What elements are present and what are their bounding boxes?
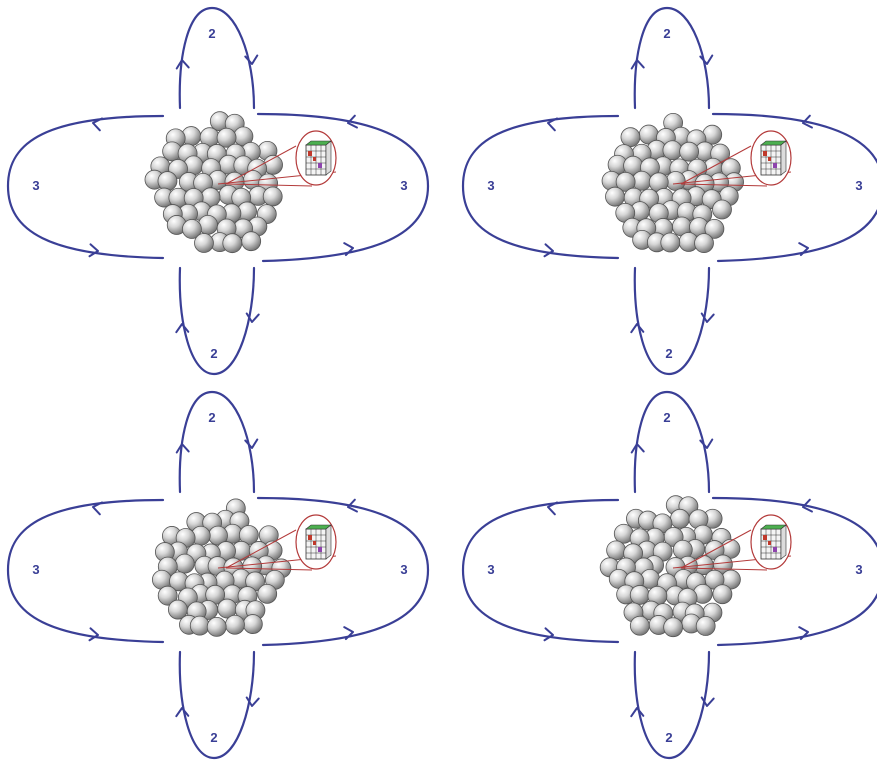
flow-arrow-icon bbox=[90, 244, 99, 257]
top-flow-loop bbox=[180, 392, 254, 492]
left-flow-loop bbox=[8, 116, 163, 258]
particle-cluster bbox=[145, 112, 283, 253]
flow-label-left: 3 bbox=[32, 178, 39, 193]
particle-sphere bbox=[621, 128, 640, 147]
particle-sphere bbox=[630, 616, 649, 635]
particle-sphere bbox=[713, 585, 732, 604]
particle-sphere bbox=[243, 615, 262, 634]
particle-sphere bbox=[242, 232, 261, 251]
flow-label-top: 2 bbox=[208, 410, 215, 425]
particle-sphere bbox=[158, 172, 177, 191]
flow-label-right: 3 bbox=[855, 178, 862, 193]
particle-sphere bbox=[670, 509, 689, 528]
lattice-block-icon bbox=[761, 525, 786, 559]
flow-diagram-panel: 2 2 3 3 bbox=[463, 8, 877, 374]
flow-label-right: 3 bbox=[400, 562, 407, 577]
flow-label-top: 2 bbox=[663, 26, 670, 41]
particle-sphere bbox=[696, 617, 715, 636]
particle-sphere bbox=[263, 187, 282, 206]
flow-label-bottom: 2 bbox=[210, 346, 217, 361]
left-flow-loop bbox=[8, 500, 163, 642]
particle-sphere bbox=[680, 142, 699, 161]
left-flow-loop bbox=[463, 500, 618, 642]
particle-sphere bbox=[661, 233, 680, 252]
lattice-block-icon bbox=[306, 525, 331, 559]
flow-arrow-icon bbox=[90, 628, 99, 641]
flow-arrow-icon bbox=[176, 324, 188, 332]
flow-label-right: 3 bbox=[855, 562, 862, 577]
particle-sphere bbox=[630, 585, 649, 604]
flow-label-left: 3 bbox=[32, 562, 39, 577]
flow-arrow-icon bbox=[631, 324, 643, 332]
top-flow-loop bbox=[180, 8, 254, 108]
particle-sphere bbox=[258, 584, 277, 603]
flow-diagram-panel: 2 2 3 3 bbox=[463, 392, 877, 758]
flow-label-bottom: 2 bbox=[665, 346, 672, 361]
flow-arrow-icon bbox=[631, 708, 643, 716]
lattice-block-icon bbox=[761, 141, 786, 175]
particle-sphere bbox=[664, 618, 683, 637]
particle-cluster bbox=[600, 496, 740, 637]
flow-label-top: 2 bbox=[663, 410, 670, 425]
particle-sphere bbox=[713, 200, 732, 219]
particle-sphere bbox=[175, 554, 194, 573]
flow-arrow-icon bbox=[545, 628, 554, 641]
flow-arrow-icon bbox=[176, 708, 188, 716]
particle-sphere bbox=[605, 187, 624, 206]
flow-label-bottom: 2 bbox=[665, 730, 672, 745]
particle-cluster bbox=[602, 113, 744, 252]
top-flow-loop bbox=[635, 392, 709, 492]
particle-sphere bbox=[194, 234, 213, 253]
left-flow-loop bbox=[463, 116, 618, 258]
particle-sphere bbox=[666, 172, 685, 191]
lattice-block-icon bbox=[306, 141, 331, 175]
flow-arrow-icon bbox=[545, 244, 554, 257]
particle-sphere bbox=[207, 617, 226, 636]
flow-diagram-panel: 2 2 3 3 bbox=[8, 392, 428, 758]
particle-sphere bbox=[225, 615, 244, 634]
flow-label-left: 3 bbox=[487, 562, 494, 577]
particle-sphere bbox=[695, 234, 714, 253]
flow-label-right: 3 bbox=[400, 178, 407, 193]
particle-sphere bbox=[190, 616, 209, 635]
top-flow-loop bbox=[635, 8, 709, 108]
flow-label-left: 3 bbox=[487, 178, 494, 193]
particle-sphere bbox=[223, 234, 242, 253]
flow-label-top: 2 bbox=[208, 26, 215, 41]
flow-label-bottom: 2 bbox=[210, 730, 217, 745]
particle-sphere bbox=[607, 541, 626, 560]
right-flow-loop bbox=[713, 498, 877, 645]
flow-diagram-panel: 2 2 3 3 bbox=[8, 8, 428, 374]
